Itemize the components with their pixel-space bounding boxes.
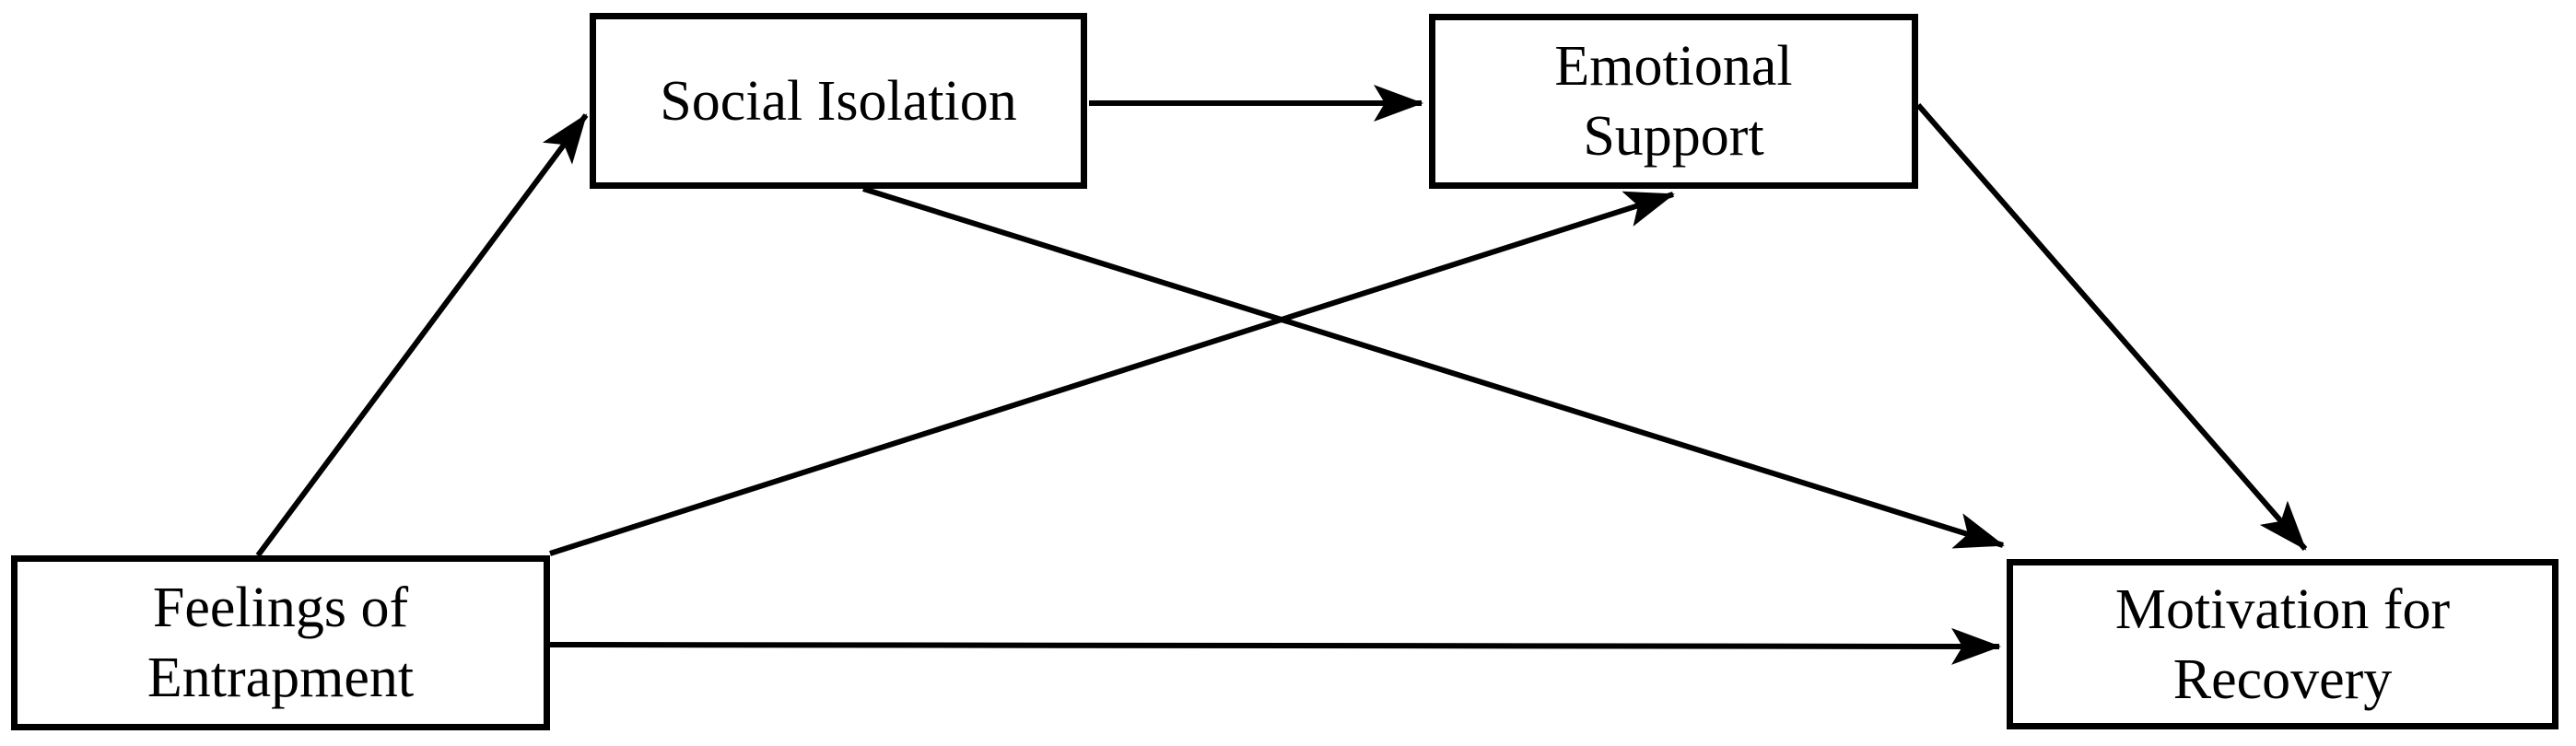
node-label-line: Support bbox=[1583, 105, 1764, 168]
node-label-line: Recovery bbox=[2172, 647, 2393, 711]
node-feelings-of-entrapment: Feelings of Entrapment bbox=[11, 555, 550, 730]
node-label-line: Feelings of bbox=[152, 577, 409, 639]
node-social-isolation: Social Isolation bbox=[590, 13, 1087, 189]
edge-feelings-of-entrapment-to-motivation-for-recovery bbox=[549, 627, 2001, 665]
edge-social-isolation-to-motivation-for-recovery bbox=[862, 186, 2005, 549]
node-emotional-support: Emotional Support bbox=[1429, 14, 1918, 189]
node-label-line: Entrapment bbox=[146, 647, 415, 709]
edge-feelings-of-entrapment-to-emotional-support bbox=[549, 191, 1675, 556]
edge-emotional-support-to-motivation-for-recovery bbox=[1915, 103, 2308, 551]
node-label-line: Emotional bbox=[1554, 35, 1793, 98]
node-label-line: Motivation for bbox=[2114, 577, 2451, 641]
edge-layer bbox=[255, 85, 2308, 665]
node-motivation-for-recovery: Motivation for Recovery bbox=[2007, 559, 2558, 729]
edge-feelings-of-entrapment-to-social-isolation bbox=[255, 113, 589, 557]
node-label-line: Social Isolation bbox=[660, 69, 1017, 133]
